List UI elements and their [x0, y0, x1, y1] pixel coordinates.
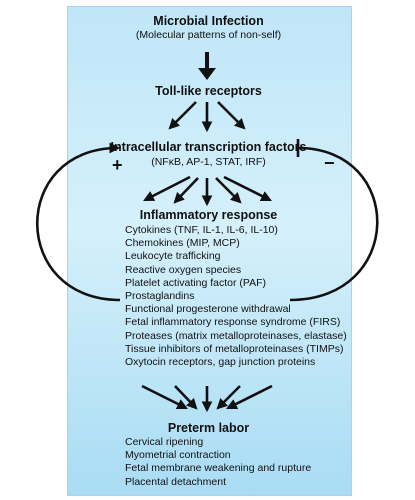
- list-item: Proteases (matrix metalloproteinases, el…: [125, 329, 347, 342]
- list-item: Chemokines (MIP, MCP): [125, 237, 240, 250]
- arrows-receptors-to-transcription: [168, 101, 246, 133]
- infection-subtitle: (Molecular patterns of non-self): [135, 29, 282, 41]
- negative-feedback-sign: −: [324, 153, 335, 173]
- positive-feedback-sign: +: [112, 155, 123, 175]
- list-item: Tissue inhibitors of metalloproteinases …: [125, 342, 344, 355]
- arrows-inflammatory-to-preterm: [141, 384, 273, 413]
- positive-feedback-loop: [35, 142, 121, 302]
- preterm-title: Preterm labor: [167, 421, 250, 435]
- list-item: Placental detachment: [125, 475, 226, 488]
- list-item: Fetal inflammatory response syndrome (FI…: [125, 316, 341, 329]
- list-item: Oxytocin receptors, gap junction protein…: [125, 356, 316, 369]
- inflammatory-title: Inflammatory response: [139, 208, 278, 222]
- list-item: Myometrial contraction: [125, 449, 231, 462]
- transcription-subtitle: (NFκB, AP-1, STAT, IRF): [151, 156, 266, 168]
- negative-feedback-loop: [289, 139, 379, 302]
- list-item: Functional progesterone withdrawal: [125, 303, 291, 316]
- preterm-list: Cervical ripening Myometrial contraction…: [125, 436, 311, 489]
- receptors-title: Toll-like receptors: [155, 84, 262, 98]
- inflammatory-list: Cytokines (TNF, IL-1, IL-6, IL-10) Chemo…: [125, 224, 347, 369]
- infection-title: Microbial Infection: [153, 14, 264, 28]
- list-item: Cervical ripening: [125, 436, 204, 448]
- list-item: Cytokines (TNF, IL-1, IL-6, IL-10): [125, 224, 278, 236]
- diagram-panel: [67, 6, 352, 496]
- list-item: Leukocyte trafficking: [125, 250, 221, 263]
- list-item: Platelet activating factor (PAF): [125, 276, 267, 289]
- list-item: Reactive oxygen species: [125, 263, 242, 276]
- arrow-infection-to-receptors: [198, 52, 216, 80]
- list-item: Prostaglandins: [125, 290, 195, 303]
- transcription-title: Intracellular transcription factors: [110, 140, 307, 154]
- list-item: Fetal membrane weakening and rupture: [125, 462, 312, 475]
- arrows-transcription-to-inflammatory: [143, 175, 272, 207]
